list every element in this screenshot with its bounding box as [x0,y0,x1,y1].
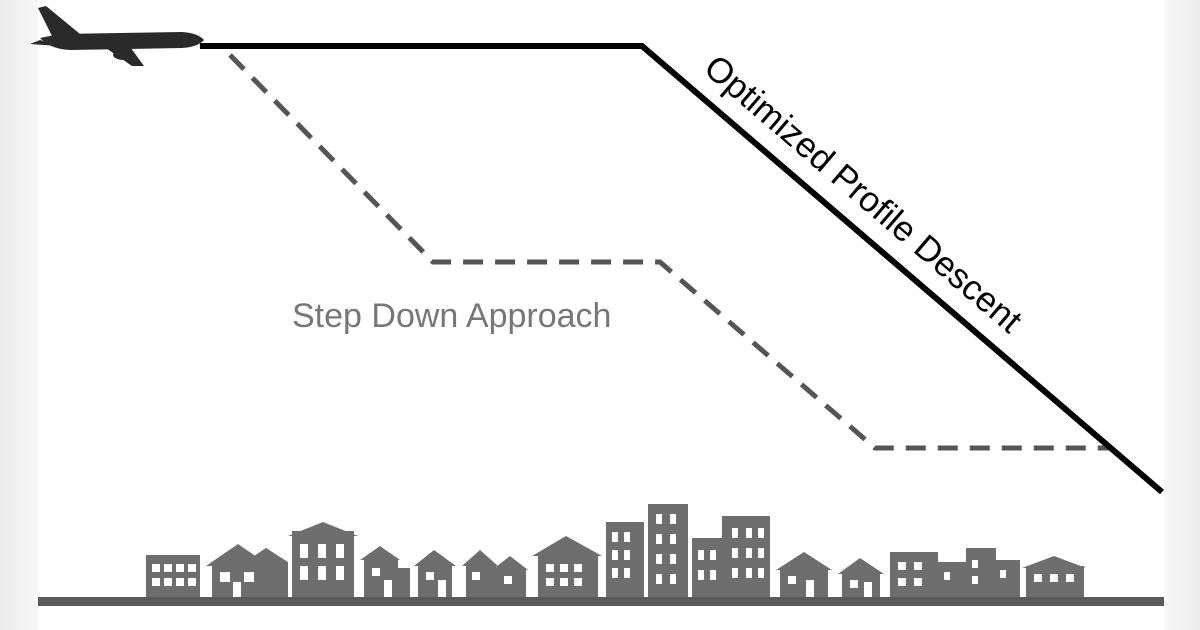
optimized-profile-descent-path [200,43,1164,495]
ground-line [38,597,1164,606]
diagram-panel [38,0,1164,630]
city-skyline-icon [38,504,1164,606]
airplane-icon [30,6,204,66]
right-margin [1164,0,1200,630]
left-margin [0,0,38,630]
step-down-approach-label: Step Down Approach [292,297,611,335]
optimized-profile-descent-label: Optimized Profile Descent [697,47,1030,340]
step-down-approach-path [228,53,1110,451]
